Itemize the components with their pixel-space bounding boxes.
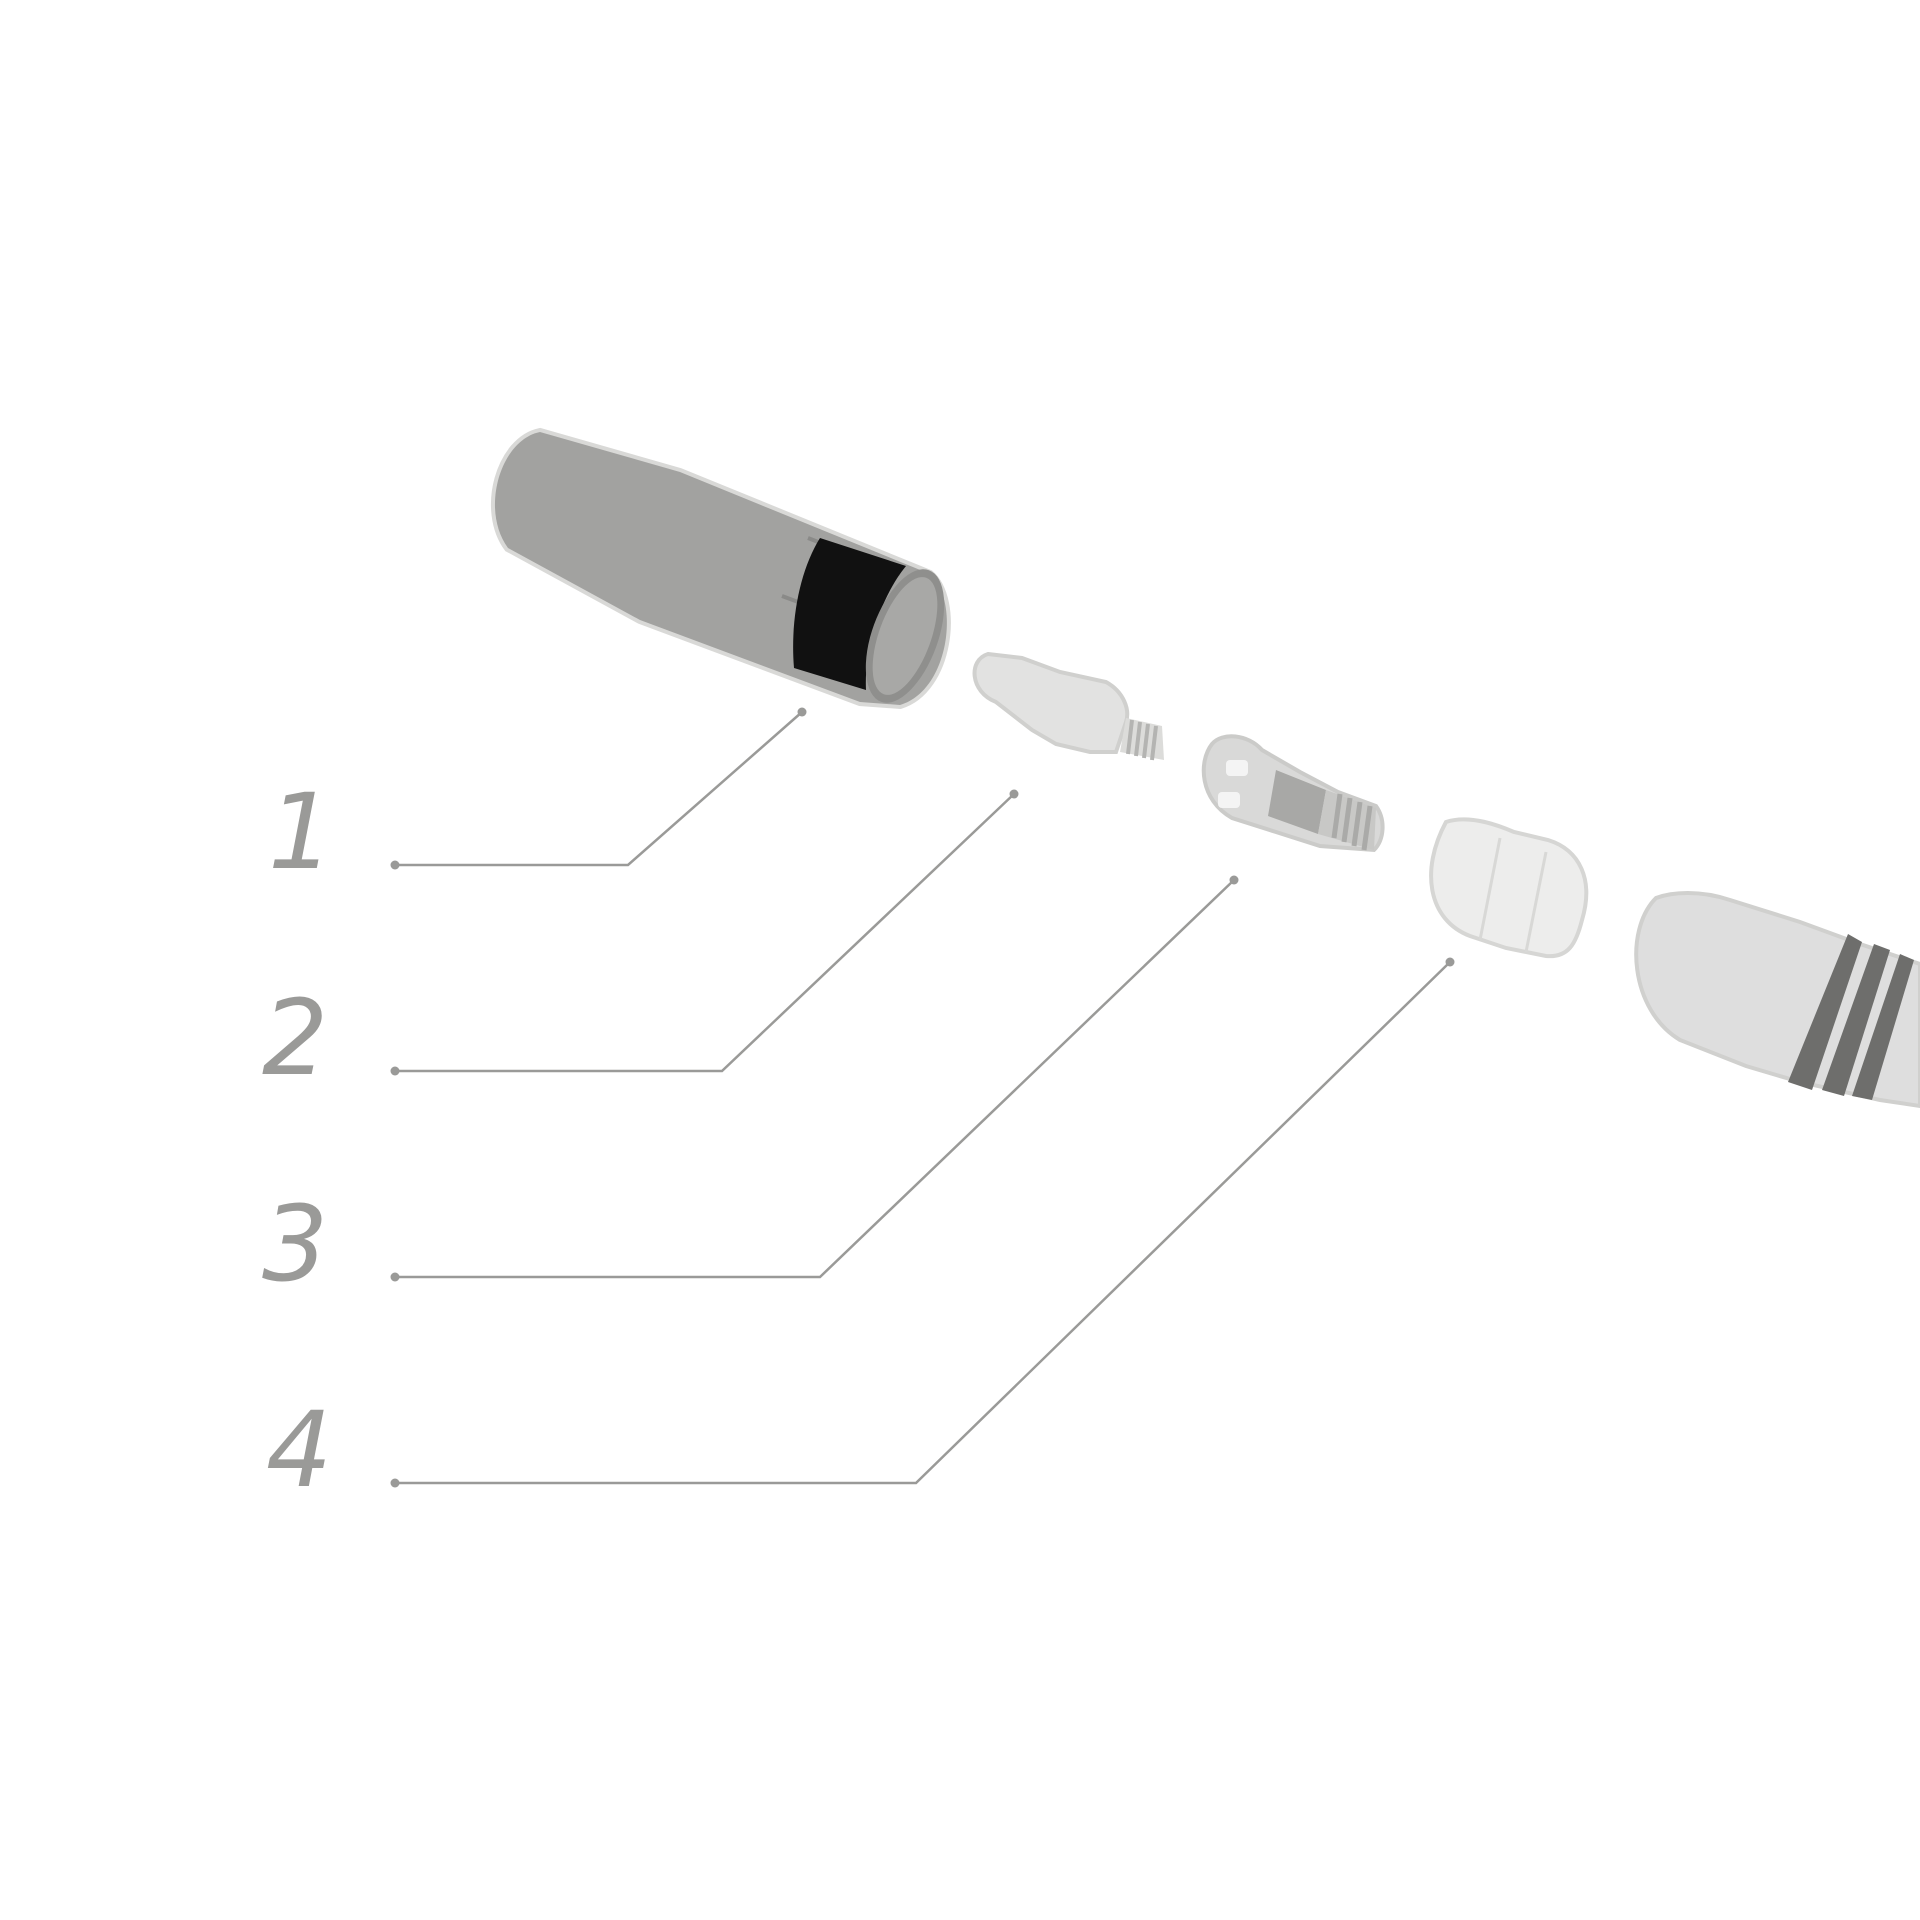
- leader-dot-3-end: [1229, 875, 1239, 885]
- leader-dot-2-end: [1009, 789, 1019, 799]
- part-contact-tip: [972, 651, 1164, 761]
- callout-number-2: 2: [262, 977, 328, 1099]
- leader-line-4: [395, 961, 1451, 1485]
- leader-lines: [395, 711, 1451, 1485]
- leader-dots: [390, 707, 1455, 1488]
- callout-number-4: 4: [266, 1389, 332, 1511]
- leader-line-1: [395, 711, 803, 867]
- nozzle-band: [793, 538, 906, 690]
- callout-number-1: 1: [268, 771, 334, 893]
- leader-dot-4-start: [390, 1478, 400, 1488]
- callout-number-3: 3: [262, 1183, 328, 1305]
- leader-line-3: [395, 879, 1235, 1279]
- leader-dot-1-end: [797, 707, 807, 717]
- leader-dot-1-start: [390, 860, 400, 870]
- part-torch-neck: [1634, 891, 1920, 1109]
- part-insulator: [1429, 817, 1589, 959]
- leader-dot-3-start: [390, 1272, 400, 1282]
- leader-dot-2-start: [390, 1066, 400, 1076]
- part-tip-holder: [1201, 734, 1385, 853]
- leader-line-2: [395, 793, 1015, 1073]
- leader-dot-4-end: [1445, 957, 1455, 967]
- part-gas-nozzle: [490, 427, 951, 710]
